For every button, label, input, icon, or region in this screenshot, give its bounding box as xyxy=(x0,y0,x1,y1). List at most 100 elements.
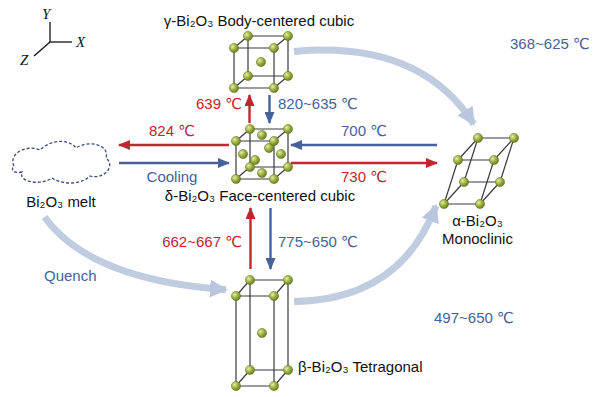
cell-edge xyxy=(236,140,274,141)
phase-label: δ-Bi₂O₃ Face-centered cubic xyxy=(165,187,355,205)
temperature-arrow xyxy=(291,144,437,146)
atom xyxy=(283,365,292,374)
cell-edge xyxy=(500,138,514,182)
z-axis xyxy=(34,42,50,56)
atom xyxy=(257,130,266,139)
cell-edge xyxy=(250,279,288,280)
x-axis xyxy=(50,41,72,42)
atom xyxy=(257,328,266,337)
atom xyxy=(269,83,278,92)
cell-edge xyxy=(235,296,236,386)
cell-edge xyxy=(233,48,234,88)
atom xyxy=(489,155,498,164)
atom xyxy=(283,124,292,133)
edge-label: 820~635 ℃ xyxy=(276,95,360,113)
atom xyxy=(439,199,448,208)
edge-label: 662~667 ℃ xyxy=(160,233,244,251)
cell-edge xyxy=(247,36,248,76)
cell-edge xyxy=(464,181,500,182)
crystal-icon xyxy=(232,272,290,390)
edge-label: 824 ℃ xyxy=(147,122,197,140)
atom xyxy=(231,381,240,390)
cell-edge xyxy=(234,87,274,88)
atom xyxy=(475,199,484,208)
edge-label: 775~650 ℃ xyxy=(276,233,360,251)
cell-edge xyxy=(248,75,288,76)
atom xyxy=(257,168,266,177)
phase-label: β-Bi₂O₃ Tetragonal xyxy=(298,358,423,376)
atom xyxy=(269,291,278,300)
atom xyxy=(231,136,240,145)
edge-label: 368~625 ℃ xyxy=(508,35,592,53)
atom xyxy=(473,133,482,142)
edge-label: 497~650 ℃ xyxy=(432,309,516,327)
cell-edge xyxy=(464,138,478,182)
crystal-icon xyxy=(228,34,290,92)
cell-edge xyxy=(236,295,274,296)
cell-edge xyxy=(250,369,288,370)
bcc-cell: γ-Bi₂O₃ Body-centered cubic xyxy=(228,34,290,92)
atom xyxy=(269,136,278,145)
atom xyxy=(269,381,278,390)
cell-edge xyxy=(287,36,288,76)
temperature-arrow xyxy=(119,162,229,164)
cell-edge xyxy=(458,159,494,160)
cell-edge xyxy=(250,166,288,167)
tetragonal-cell: β-Bi₂O₃ Tetragonal xyxy=(232,272,290,390)
fcc-cell: δ-Bi₂O₃ Face-centered cubic xyxy=(232,126,288,182)
phase-label: α-Bi₂O₃ Monoclinic xyxy=(432,212,524,248)
melt-outline xyxy=(12,141,109,183)
cell-edge xyxy=(478,137,514,138)
atom xyxy=(231,291,240,300)
atom xyxy=(495,177,504,186)
atom xyxy=(509,133,518,142)
cell-edge xyxy=(444,203,480,204)
temperature-arrow xyxy=(269,208,271,269)
temperature-arrow xyxy=(291,162,437,164)
atom xyxy=(229,43,238,52)
cell-edge xyxy=(236,385,274,386)
atom xyxy=(256,57,265,66)
atom xyxy=(453,155,462,164)
temperature-arrow xyxy=(119,144,229,146)
atom xyxy=(269,174,278,183)
atom xyxy=(250,155,259,164)
cell-edge xyxy=(444,160,458,204)
cell-edge xyxy=(235,141,236,179)
axis-label: Y xyxy=(42,6,50,22)
atom xyxy=(243,71,252,80)
monoclinic-cell: α-Bi₂O₃ Monoclinic xyxy=(440,128,515,208)
temperature-arrow xyxy=(248,95,250,123)
phase-label: γ-Bi₂O₃ Body-centered cubic xyxy=(164,12,354,30)
atom xyxy=(283,162,292,171)
atom xyxy=(459,177,468,186)
cell-edge xyxy=(273,48,274,88)
crystal-icon xyxy=(6,136,116,188)
edge-label: 639 ℃ xyxy=(194,95,244,113)
edge-label: 700 ℃ xyxy=(339,122,389,140)
atom xyxy=(283,71,292,80)
crystal-icon xyxy=(440,128,515,208)
atom xyxy=(269,43,278,52)
edge-label: Cooling xyxy=(145,168,200,186)
melt-blob: Bi₂O₃ melt xyxy=(6,136,116,188)
atom xyxy=(243,31,252,40)
cell-edge xyxy=(236,178,274,179)
atom xyxy=(231,174,240,183)
axis-label: X xyxy=(76,34,85,50)
transition-arrow xyxy=(294,206,436,302)
cell-edge xyxy=(287,280,288,370)
atom xyxy=(229,83,238,92)
y-axis xyxy=(49,22,50,42)
cell-edge xyxy=(287,129,288,167)
axis-label: Z xyxy=(20,52,28,68)
axis-triad xyxy=(0,0,120,80)
cell-edge xyxy=(250,128,288,129)
cell-edge xyxy=(234,47,274,48)
phase-label: Bi₂O₃ melt xyxy=(26,193,95,211)
atom xyxy=(283,275,292,284)
crystal-icon xyxy=(232,126,288,182)
cell-edge xyxy=(249,280,250,370)
edge-label: 730 ℃ xyxy=(339,168,389,186)
cell-edge xyxy=(248,35,288,36)
